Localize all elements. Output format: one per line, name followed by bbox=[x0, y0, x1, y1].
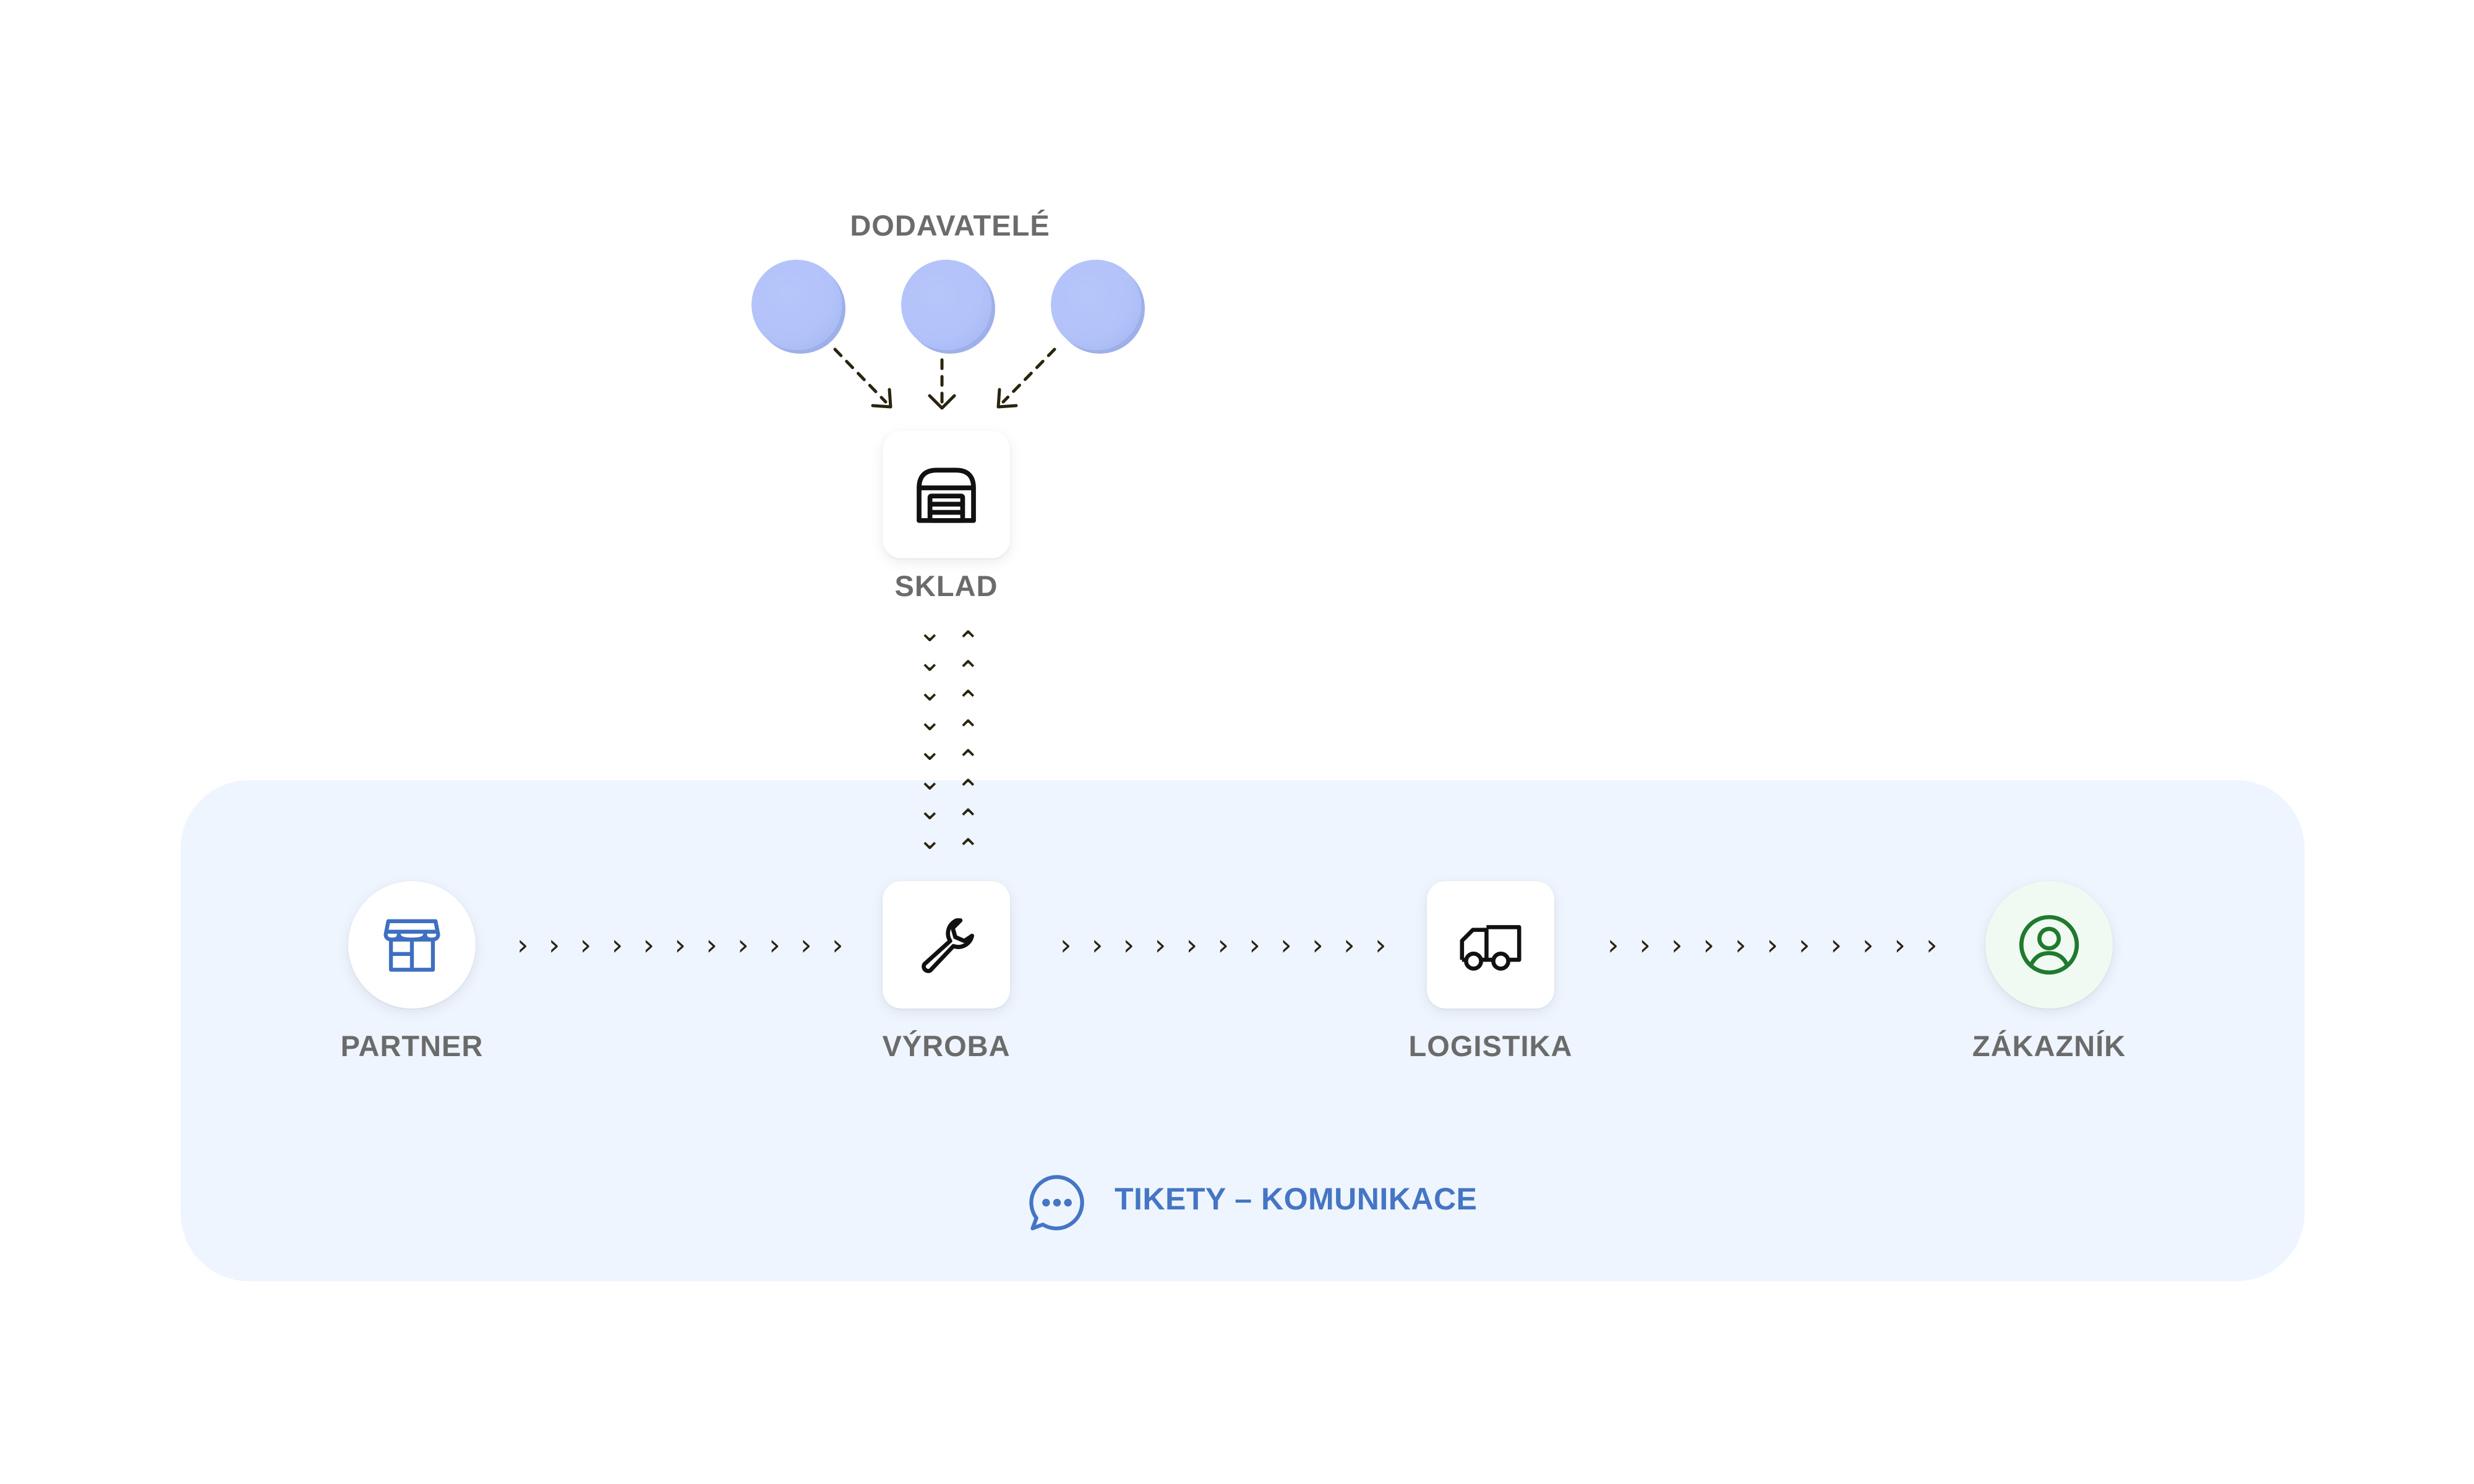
flow-chevron: › bbox=[800, 928, 812, 962]
user-circle-icon bbox=[2019, 915, 2079, 975]
wrench-icon bbox=[922, 918, 974, 973]
flow-chevron: › bbox=[1154, 928, 1166, 962]
flow-chevron: › bbox=[1280, 928, 1292, 962]
flow-chevron: › bbox=[769, 928, 781, 962]
flow-chevron: › bbox=[1607, 928, 1619, 962]
down-chevron: ⌄ bbox=[918, 704, 942, 737]
supplier-node-1[interactable] bbox=[751, 260, 842, 350]
warehouse-icon bbox=[917, 467, 976, 523]
flow-chevron: › bbox=[1375, 928, 1387, 962]
flow-chevron: › bbox=[1091, 928, 1103, 962]
down-chevron: ⌄ bbox=[918, 763, 942, 796]
supplier-node-2[interactable] bbox=[901, 260, 991, 350]
store-icon bbox=[383, 919, 440, 972]
flow-chevron: › bbox=[1766, 928, 1778, 962]
down-chevron: ⌄ bbox=[918, 793, 942, 826]
tickets-label[interactable]: TIKETY – KOMUNIKACE bbox=[1115, 1182, 1478, 1216]
down-chevron: ⌄ bbox=[918, 733, 942, 767]
flow-label-zakaznik: ZÁKAZNÍK bbox=[1972, 1030, 2126, 1062]
vyroba-node[interactable] bbox=[883, 881, 1010, 1009]
logistika-node[interactable] bbox=[1427, 881, 1554, 1009]
flow-chevron: › bbox=[1735, 928, 1747, 962]
up-chevron: ⌃ bbox=[956, 654, 980, 688]
warehouse-label: SKLAD bbox=[894, 569, 998, 602]
flow-label-partner: PARTNER bbox=[340, 1030, 484, 1062]
flow-chevron: › bbox=[1249, 928, 1261, 962]
chat-bubble-icon[interactable] bbox=[1025, 1171, 1089, 1235]
warehouse-node[interactable] bbox=[883, 431, 1010, 558]
up-chevron: ⌃ bbox=[956, 803, 980, 836]
flow-chevron: › bbox=[1926, 928, 1938, 962]
flow-chevron: › bbox=[1671, 928, 1683, 962]
flow-chevron: › bbox=[1830, 928, 1842, 962]
flow-chevron: › bbox=[1639, 928, 1651, 962]
truck-icon bbox=[1460, 925, 1522, 971]
process-panel bbox=[181, 780, 2305, 1281]
flow-chevron: › bbox=[1343, 928, 1355, 962]
up-chevron: ⌃ bbox=[956, 684, 980, 717]
flow-chevron: › bbox=[1217, 928, 1229, 962]
flow-chevron: › bbox=[643, 928, 654, 962]
down-chevron: ⌄ bbox=[918, 674, 942, 707]
down-chevron: ⌄ bbox=[918, 644, 942, 678]
supplier-arrow-1 bbox=[833, 348, 888, 404]
partner-node[interactable] bbox=[348, 881, 476, 1009]
flow-chevron: › bbox=[1186, 928, 1197, 962]
suppliers-title: DODAVATELÉ bbox=[850, 209, 1050, 242]
zakaznik-node[interactable] bbox=[1985, 881, 2113, 1009]
flow-chevron: › bbox=[674, 928, 686, 962]
up-chevron: ⌃ bbox=[956, 714, 980, 747]
supplier-node-3[interactable] bbox=[1051, 260, 1141, 350]
flow-chevron: › bbox=[1312, 928, 1324, 962]
flow-chevron: › bbox=[1123, 928, 1135, 962]
down-chevron: ⌄ bbox=[918, 615, 942, 648]
flow-label-logistika: LOGISTIKA bbox=[1408, 1030, 1573, 1062]
flow-chevron: › bbox=[517, 928, 529, 962]
flow-chevron: › bbox=[1894, 928, 1906, 962]
flow-chevron: › bbox=[548, 928, 560, 962]
down-chevron: ⌄ bbox=[918, 822, 942, 856]
flow-chevron: › bbox=[832, 928, 844, 962]
up-chevron: ⌃ bbox=[956, 773, 980, 806]
flow-chevron: › bbox=[1799, 928, 1810, 962]
flow-chevron: › bbox=[1862, 928, 1874, 962]
flow-chevron: › bbox=[737, 928, 749, 962]
flow-label-vyroba: VÝROBA bbox=[882, 1030, 1011, 1062]
flow-chevron: › bbox=[1060, 928, 1072, 962]
supplier-arrow-3 bbox=[1001, 348, 1056, 404]
up-chevron: ⌃ bbox=[956, 743, 980, 777]
up-chevron: ⌃ bbox=[956, 832, 980, 866]
flow-chevron: › bbox=[580, 928, 592, 962]
flow-chevron: › bbox=[706, 928, 717, 962]
up-chevron: ⌃ bbox=[956, 625, 980, 658]
flow-chevron: › bbox=[1703, 928, 1714, 962]
flow-chevron: › bbox=[611, 928, 623, 962]
